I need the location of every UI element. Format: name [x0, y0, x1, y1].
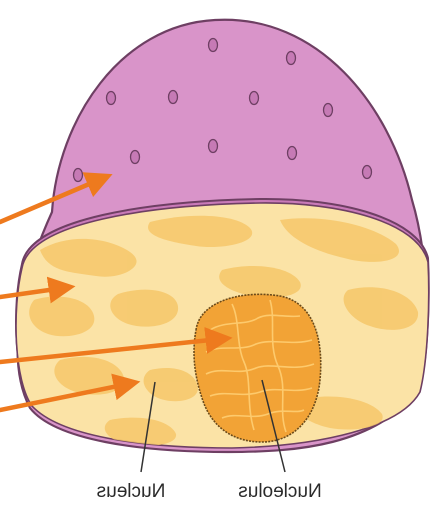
nuclear-pore [250, 92, 259, 105]
nuclear-pore [169, 91, 178, 104]
nuclear-pore [74, 169, 83, 182]
nuclear-pore [287, 52, 296, 65]
nuclear-pore [131, 151, 140, 164]
nucleolus-label: Nucleolus [238, 481, 321, 502]
nuclear-pore [324, 104, 333, 117]
nucleus-label: Nucleus [97, 481, 166, 502]
nuclear-pore [209, 39, 218, 52]
nuclear-pore [363, 166, 372, 179]
nuclear-pore [107, 92, 116, 105]
nuclear-pore [209, 140, 218, 153]
nuclear-pore [288, 147, 297, 160]
